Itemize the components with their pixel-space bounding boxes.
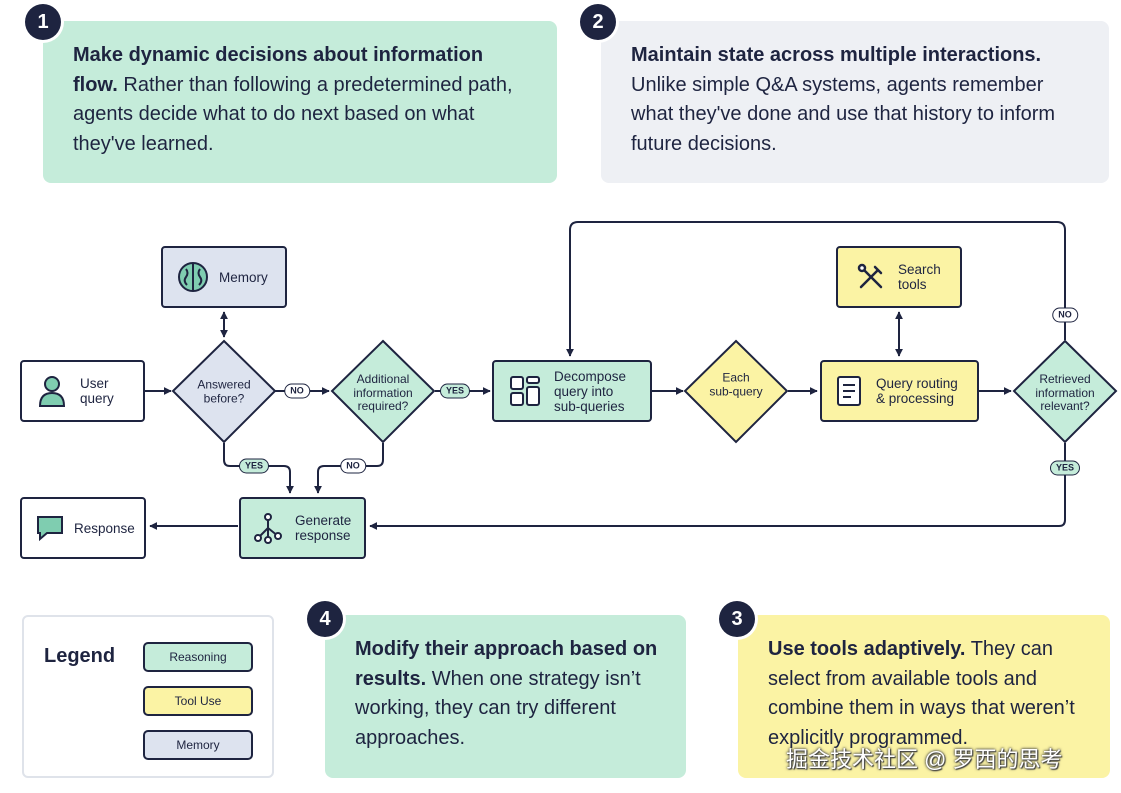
answered-before-label: Answered before?: [197, 377, 251, 405]
retrieved-relevant-label: Retrieved information relevant?: [1035, 371, 1095, 413]
step-number-2: 2: [580, 4, 616, 40]
pill-no-answered: NO: [284, 383, 310, 399]
tools-icon: [854, 260, 888, 294]
pill-yes-retrieved: YES: [1049, 460, 1081, 476]
user-icon: [36, 373, 68, 409]
additional-info-label: Additional information required?: [353, 371, 413, 413]
card-3-text: They can select from available tools and…: [768, 638, 1075, 749]
decision-each-subquery: [683, 339, 789, 444]
card-1-bold: Make dynamic decisions about information…: [73, 44, 484, 96]
generate-response-node: Generate response: [239, 497, 366, 559]
decision-answered-before: [171, 339, 277, 444]
card-1-text: Rather than following a predetermined pa…: [73, 73, 513, 155]
brain-icon: [175, 259, 211, 295]
generate-response-label: Generate response: [295, 513, 352, 543]
pill-no-additional: NO: [340, 458, 366, 474]
network-icon: [251, 511, 285, 545]
decision-retrieved-relevant: [1012, 339, 1118, 444]
query-routing-node: Query routing & processing: [820, 360, 979, 422]
each-subquery-label: Each sub-query: [709, 370, 763, 398]
decompose-label: Decompose query into sub-queries: [554, 368, 627, 414]
memory-label: Memory: [219, 269, 268, 285]
step-number-3: 3: [719, 601, 755, 637]
pill-no-retrieved: NO: [1052, 307, 1078, 323]
card-dynamic-decisions: Make dynamic decisions about information…: [43, 21, 557, 183]
card-maintain-state: Maintain state across multiple interacti…: [601, 21, 1109, 183]
card-2-bold: Maintain state across multiple interacti…: [631, 44, 1042, 66]
legend-item-reasoning: Reasoning: [143, 642, 253, 672]
card-3-bold: Use tools adaptively.: [768, 638, 966, 660]
document-icon: [834, 374, 864, 408]
legend: Legend Reasoning Tool Use Memory: [22, 615, 274, 778]
legend-item-tool-use: Tool Use: [143, 686, 253, 716]
search-tools-label: Search tools: [898, 262, 941, 292]
edge-retrieved-generate: [369, 443, 1066, 530]
card-4-text: When one strategy isn’t working, they ca…: [355, 667, 641, 749]
memory-node: Memory: [161, 246, 287, 308]
card-use-tools: Use tools adaptively. They can select fr…: [738, 615, 1110, 778]
pill-yes-additional: YES: [439, 383, 471, 399]
step-number-4: 4: [307, 601, 343, 637]
card-2-text: Unlike simple Q&A systems, agents rememb…: [631, 73, 1056, 155]
user-query-node: User query: [20, 360, 145, 422]
legend-item-memory: Memory: [143, 730, 253, 760]
response-label: Response: [74, 520, 135, 536]
card-modify-approach: Modify their approach based on results. …: [325, 615, 686, 778]
chat-bubble-icon: [34, 513, 66, 543]
search-tools-node: Search tools: [836, 246, 962, 308]
decision-additional-info: [330, 339, 436, 444]
user-query-label: User query: [80, 376, 114, 406]
watermark: 掘金技术社区 @ 罗西的思考: [786, 747, 1063, 772]
decompose-node: Decompose query into sub-queries: [492, 360, 652, 422]
card-4-bold: Modify their approach based on results.: [355, 638, 658, 690]
response-node: Response: [20, 497, 146, 559]
grid-icon: [508, 374, 542, 408]
query-routing-label: Query routing & processing: [876, 376, 958, 406]
edge-retrieved-loop: [566, 221, 1066, 357]
step-number-1: 1: [25, 4, 61, 40]
pill-yes-answered: YES: [238, 458, 270, 474]
legend-title: Legend: [44, 645, 116, 667]
